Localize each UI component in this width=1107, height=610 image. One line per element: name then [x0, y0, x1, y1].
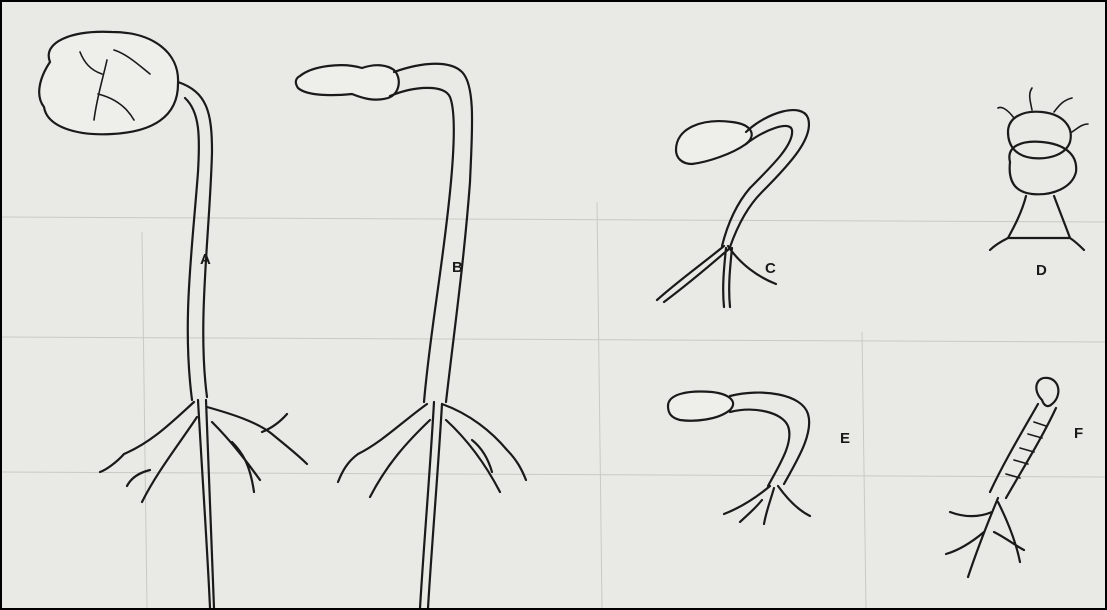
label-a: A	[200, 251, 211, 268]
label-c: C	[765, 260, 776, 277]
seedling-b-cotyledon	[296, 65, 399, 99]
seedling-c-roots	[657, 246, 776, 307]
bleed-through-lines	[2, 202, 1105, 608]
label-f: F	[1074, 425, 1083, 442]
label-e: E	[840, 430, 850, 447]
seedling-e-roots	[724, 486, 810, 524]
seedling-c-cotyledon	[676, 121, 752, 164]
seedling-c	[657, 110, 809, 307]
seedling-a-taproot	[198, 400, 214, 608]
seedling-a-hypocotyl	[178, 82, 212, 400]
seedling-b	[296, 64, 526, 608]
seedling-b-hypocotyl	[390, 64, 472, 402]
seedling-a-cotyledon	[39, 32, 178, 134]
seedling-f-roots	[946, 498, 1024, 577]
seedling-d-sprouts	[998, 88, 1088, 132]
seedling-f-stem	[990, 404, 1056, 498]
seedling-a	[39, 32, 307, 608]
seedling-e	[668, 392, 810, 524]
label-b: B	[452, 259, 463, 276]
seedling-f	[946, 378, 1058, 577]
seedling-e-cotyledon	[668, 392, 733, 421]
seedling-b-taproot	[420, 402, 442, 608]
seedling-d-stem	[990, 196, 1084, 250]
seedling-e-hypocotyl	[730, 393, 809, 486]
seedling-d-top-lobes	[1008, 112, 1076, 195]
seedling-d	[990, 88, 1088, 250]
seedling-f-tip	[1036, 378, 1058, 406]
label-d: D	[1036, 262, 1047, 279]
